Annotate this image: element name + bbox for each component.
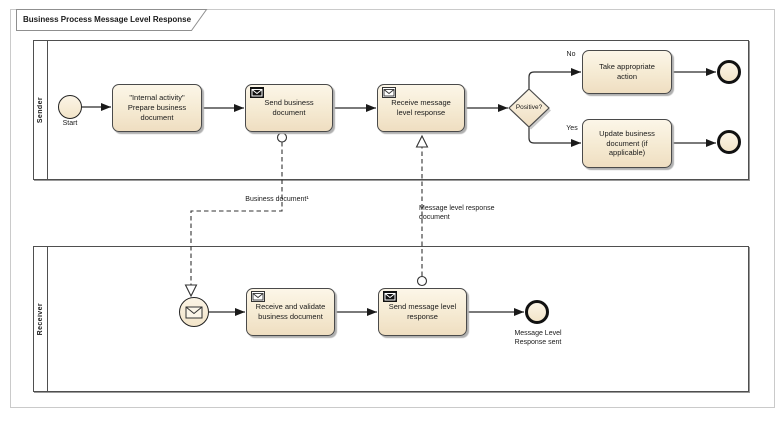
flow-gateway-yes <box>528 127 581 147</box>
end-event-response-sent[interactable] <box>525 300 549 324</box>
start-event-label: Start <box>62 120 78 127</box>
gateway-positive[interactable] <box>508 88 550 128</box>
send-message-icon <box>250 87 264 98</box>
envelope-icon <box>185 306 203 318</box>
task-update-business-document[interactable]: Update business document (if applicable) <box>582 119 672 168</box>
task-label: Send business document <box>264 98 314 117</box>
start-event[interactable] <box>58 95 82 119</box>
flow-label-yes: Yes <box>566 125 578 132</box>
task-label: Receive message level response <box>391 98 451 117</box>
task-take-appropriate-action[interactable]: Take appropriate action <box>582 50 672 94</box>
task-receive-validate-business-document[interactable]: Receive and validate business document <box>246 288 335 336</box>
flow-label-no: No <box>566 51 576 58</box>
message-flow-label-business-document: Business document¹ <box>245 196 309 203</box>
gateway-label: Positive? <box>515 104 543 111</box>
lane-header-receiver: Receiver <box>34 247 48 391</box>
send-message-icon <box>383 291 397 302</box>
message-flow-source-dot <box>416 275 428 287</box>
task-prepare-business-document[interactable]: "Internal activity" Prepare business doc… <box>112 84 202 132</box>
receive-message-icon <box>382 87 396 98</box>
end-event-response-sent-label: Message Level Response sent <box>514 330 562 346</box>
task-receive-message-level-response[interactable]: Receive message level response <box>377 84 465 132</box>
pool-receiver: Receiver <box>33 246 749 392</box>
lane-header-sender: Sender <box>34 41 48 179</box>
task-send-business-document[interactable]: Send business document <box>245 84 333 132</box>
task-label: Receive and validate business document <box>255 302 326 321</box>
task-label: Send message level response <box>388 302 457 321</box>
diagram-title: Business Process Message Level Response <box>23 15 192 24</box>
message-flow-business-document <box>190 142 283 285</box>
task-send-message-level-response[interactable]: Send message level response <box>378 288 467 336</box>
end-event-yes-branch[interactable] <box>717 130 741 154</box>
message-flow-label-response-document: Message level response document <box>419 205 495 221</box>
end-event-no-branch[interactable] <box>717 60 741 84</box>
flow-gateway-no <box>528 68 581 89</box>
title-tab-shape <box>16 9 208 31</box>
message-flow-open-arrowhead <box>415 134 429 148</box>
receive-message-icon <box>251 291 265 302</box>
message-start-event[interactable] <box>179 297 209 327</box>
message-flow-source-dot <box>276 132 288 143</box>
message-flow-open-arrowhead <box>184 284 198 298</box>
